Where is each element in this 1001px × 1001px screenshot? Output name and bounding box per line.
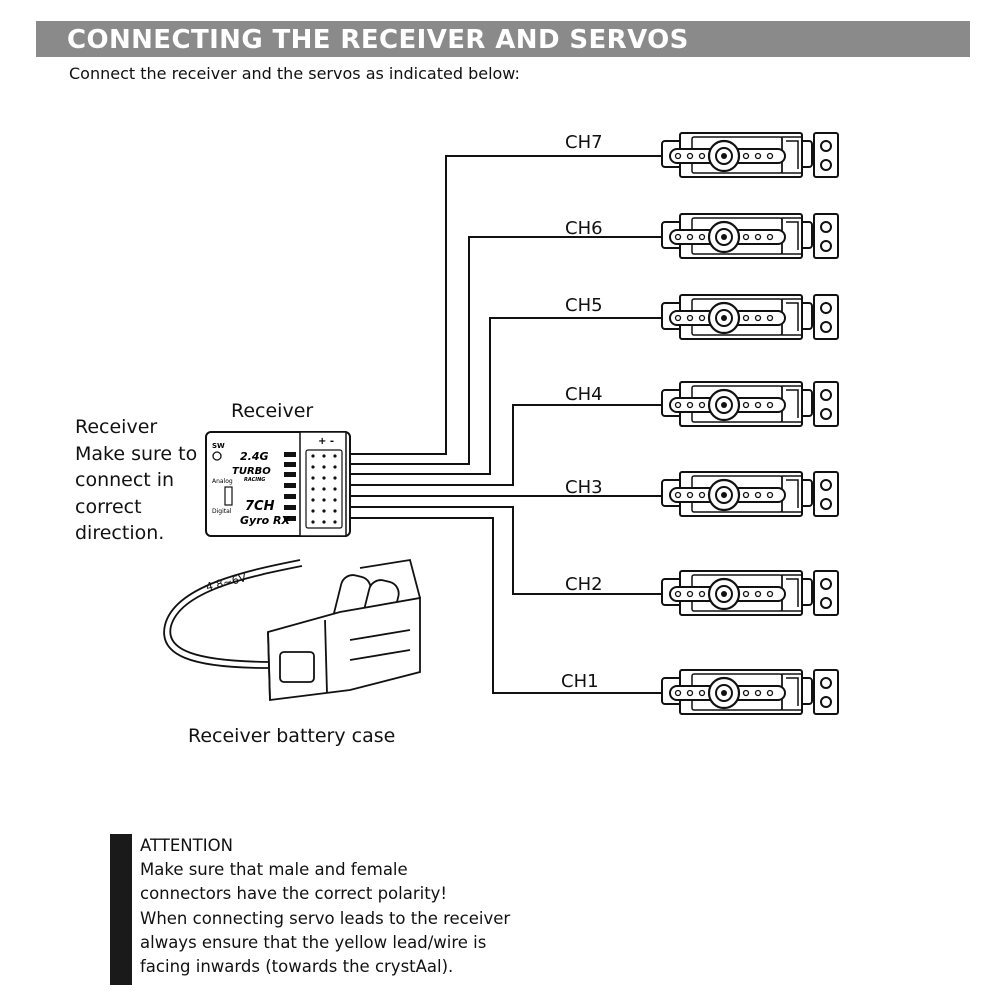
channel-label-ch5: CH5 [565,295,603,316]
attention-line: Make sure that male and female [140,860,408,880]
servo-ch2-icon [660,569,840,617]
channel-label-ch6: CH6 [565,218,603,239]
wire-ch5 [350,317,668,475]
servo-ch7-icon [660,131,840,179]
note-line: Receiver [75,416,158,438]
attention-line: connectors have the correct polarity! [140,884,448,904]
note-line: connect in [75,469,175,491]
receiver-icon: SW 2.4G TURBO RACING Analog Digital 7CH … [205,431,351,537]
receiver-polarity-text: + - [318,436,334,447]
note-line: Make sure to [75,442,198,465]
channel-label-ch3: CH3 [565,477,603,498]
attention-line: When connecting servo leads to the recei… [140,908,511,928]
receiver-logo-text: TURBO [232,466,271,477]
receiver-analog-text: Analog [212,478,233,485]
channel-label-ch2: CH2 [565,574,603,595]
attention-title: ATTENTION [140,836,233,855]
receiver-sw-text: SW [212,442,225,450]
battery-voltage-text: 4.8~6V [205,571,249,594]
receiver-brand-text: 2.4G [240,450,269,463]
channel-label-ch7: CH7 [565,132,603,153]
battery-case-label: Receiver battery case [188,725,396,747]
receiver-model-subtext: Gyro RX [240,514,290,527]
wire-ch6 [350,236,668,465]
servo-ch5-icon [660,293,840,341]
note-line: correct [75,495,142,518]
attention-line: facing inwards (towards the crystAal). [140,957,454,977]
channel-label-ch1: CH1 [561,671,599,692]
receiver-logo-subtext: RACING [244,477,265,483]
battery-case-icon: 4.8~6V [163,558,421,702]
servo-wires [350,155,668,694]
receiver-digital-text: Digital [212,508,232,515]
attention-bar [110,834,132,985]
wire-ch2 [350,506,668,595]
servo-ch4-icon [660,380,840,428]
wire-ch4 [350,404,668,486]
wire-ch7 [350,155,668,455]
page-title: CONNECTING THE RECEIVER AND SERVOS [67,25,689,55]
receiver-direction-note: Receiver Make sure to connect in correct… [75,414,197,547]
channel-label-ch4: CH4 [565,384,603,405]
servo-ch1-icon [660,668,840,716]
servo-ch6-icon [660,212,840,260]
wire-ch1 [350,517,668,694]
instruction-text: Connect the receiver and the servos as i… [69,64,520,83]
header-bar [36,21,970,57]
receiver-model-text: 7CH [245,499,275,514]
attention-line: always ensure that the yellow lead/wire … [140,932,487,952]
note-line: direction. [75,522,165,544]
servo-ch3-icon [660,470,840,518]
attention-box: ATTENTION Make sure that male and female… [140,834,510,979]
receiver-label: Receiver [231,400,314,422]
